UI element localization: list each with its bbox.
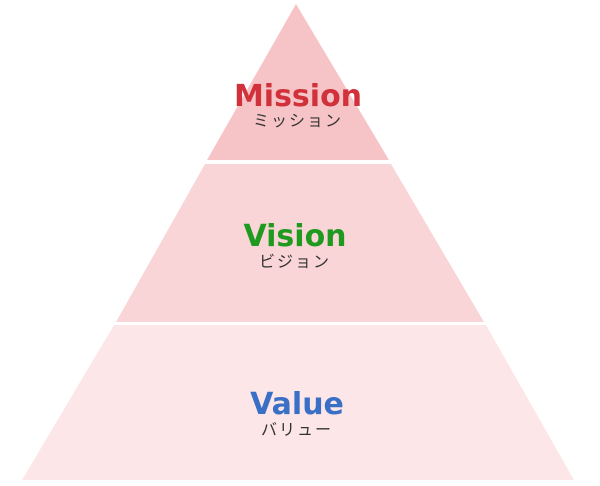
tier-mission-shape <box>207 4 389 160</box>
tier-value-subtitle: バリュー <box>261 420 333 439</box>
tier-vision-shape <box>116 164 484 322</box>
tier-value-title: Value <box>250 387 344 422</box>
tier-mission: Mission ミッション <box>207 4 389 160</box>
tier-vision-title: Vision <box>243 219 346 254</box>
tier-value-shape <box>22 325 574 480</box>
tier-vision-subtitle: ビジョン <box>259 252 331 271</box>
tier-mission-subtitle: ミッション <box>253 111 343 130</box>
tier-mission-title: Mission <box>234 79 362 114</box>
tier-value: Value バリュー <box>22 325 574 480</box>
tier-vision: Vision ビジョン <box>116 164 484 322</box>
